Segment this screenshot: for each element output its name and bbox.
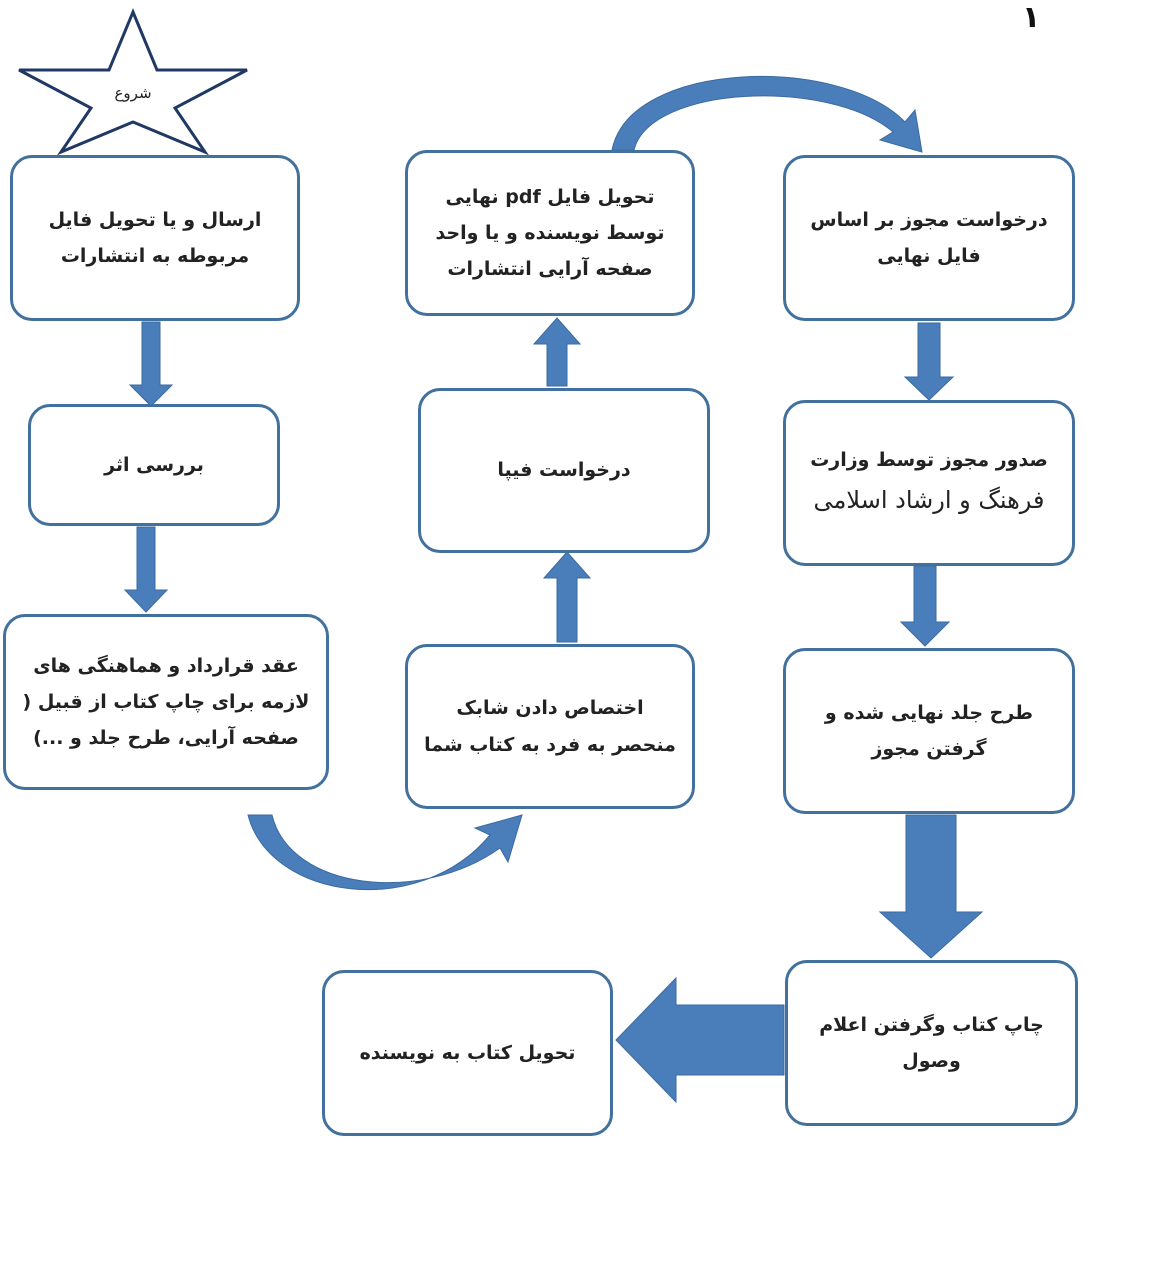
arrow-curve-bottom: [247, 814, 523, 891]
step-text: اختصاص دادن شابک منحصر به فرد به کتاب شم…: [424, 697, 676, 756]
step-permit-issue: صدور مجوز توسط وزارت فرهنگ و ارشاد اسلامی: [783, 400, 1075, 566]
arrow-down-big: [878, 814, 984, 959]
step-fipa: درخواست فیپا: [418, 388, 710, 553]
step-permit-request: درخواست مجوز بر اساس فایل نهایی: [783, 155, 1075, 321]
step-text: درخواست مجوز بر اساس فایل نهایی: [810, 208, 1048, 267]
step-isbn: اختصاص دادن شابک منحصر به فرد به کتاب شم…: [405, 644, 695, 809]
step-cover-design: طرح جلد نهایی شده و گرفتن مجوز: [783, 648, 1075, 814]
arrow-down-4: [899, 565, 951, 647]
arrow-down-1: [128, 321, 174, 407]
step-text: درخواست فیپا: [497, 459, 631, 482]
arrow-curve-top: [611, 75, 923, 153]
step-text: ارسال و یا تحویل فایل مربوطه به انتشارات: [48, 208, 262, 267]
arrow-down-2: [123, 526, 169, 613]
step-text: بررسی اثر: [104, 453, 204, 476]
step-text-2: فرهنگ و ارشاد اسلامی: [813, 486, 1045, 515]
step-text: چاپ کتاب وگرفتن اعلام وصول: [819, 1013, 1044, 1072]
arrow-down-3: [903, 322, 955, 401]
step-final-pdf: تحویل فایل pdf نهایی توسط نویسنده و یا و…: [405, 150, 695, 316]
arrow-left-big: [615, 976, 785, 1104]
step-text: طرح جلد نهایی شده و گرفتن مجوز: [824, 701, 1034, 760]
arrow-up-2: [532, 317, 582, 387]
step-text: صدور مجوز توسط وزارت: [810, 449, 1048, 472]
start-star: [18, 8, 248, 156]
step-text: تحویل فایل pdf نهایی توسط نویسنده و یا و…: [435, 185, 665, 281]
step-print: چاپ کتاب وگرفتن اعلام وصول: [785, 960, 1078, 1126]
step-text: تحویل کتاب به نویسنده: [359, 1041, 576, 1064]
step-deliver: تحویل کتاب به نویسنده: [322, 970, 613, 1136]
arrow-up-1: [542, 551, 592, 643]
step-contract: عقد قرارداد و هماهنگی های لازمه برای چاپ…: [3, 614, 329, 790]
step-text: عقد قرارداد و هماهنگی های لازمه برای چاپ…: [22, 654, 310, 750]
page-number: ۱: [1022, 0, 1041, 35]
start-label: شروع: [114, 84, 152, 102]
step-review: بررسی اثر: [28, 404, 280, 526]
step-send-file: ارسال و یا تحویل فایل مربوطه به انتشارات: [10, 155, 300, 321]
